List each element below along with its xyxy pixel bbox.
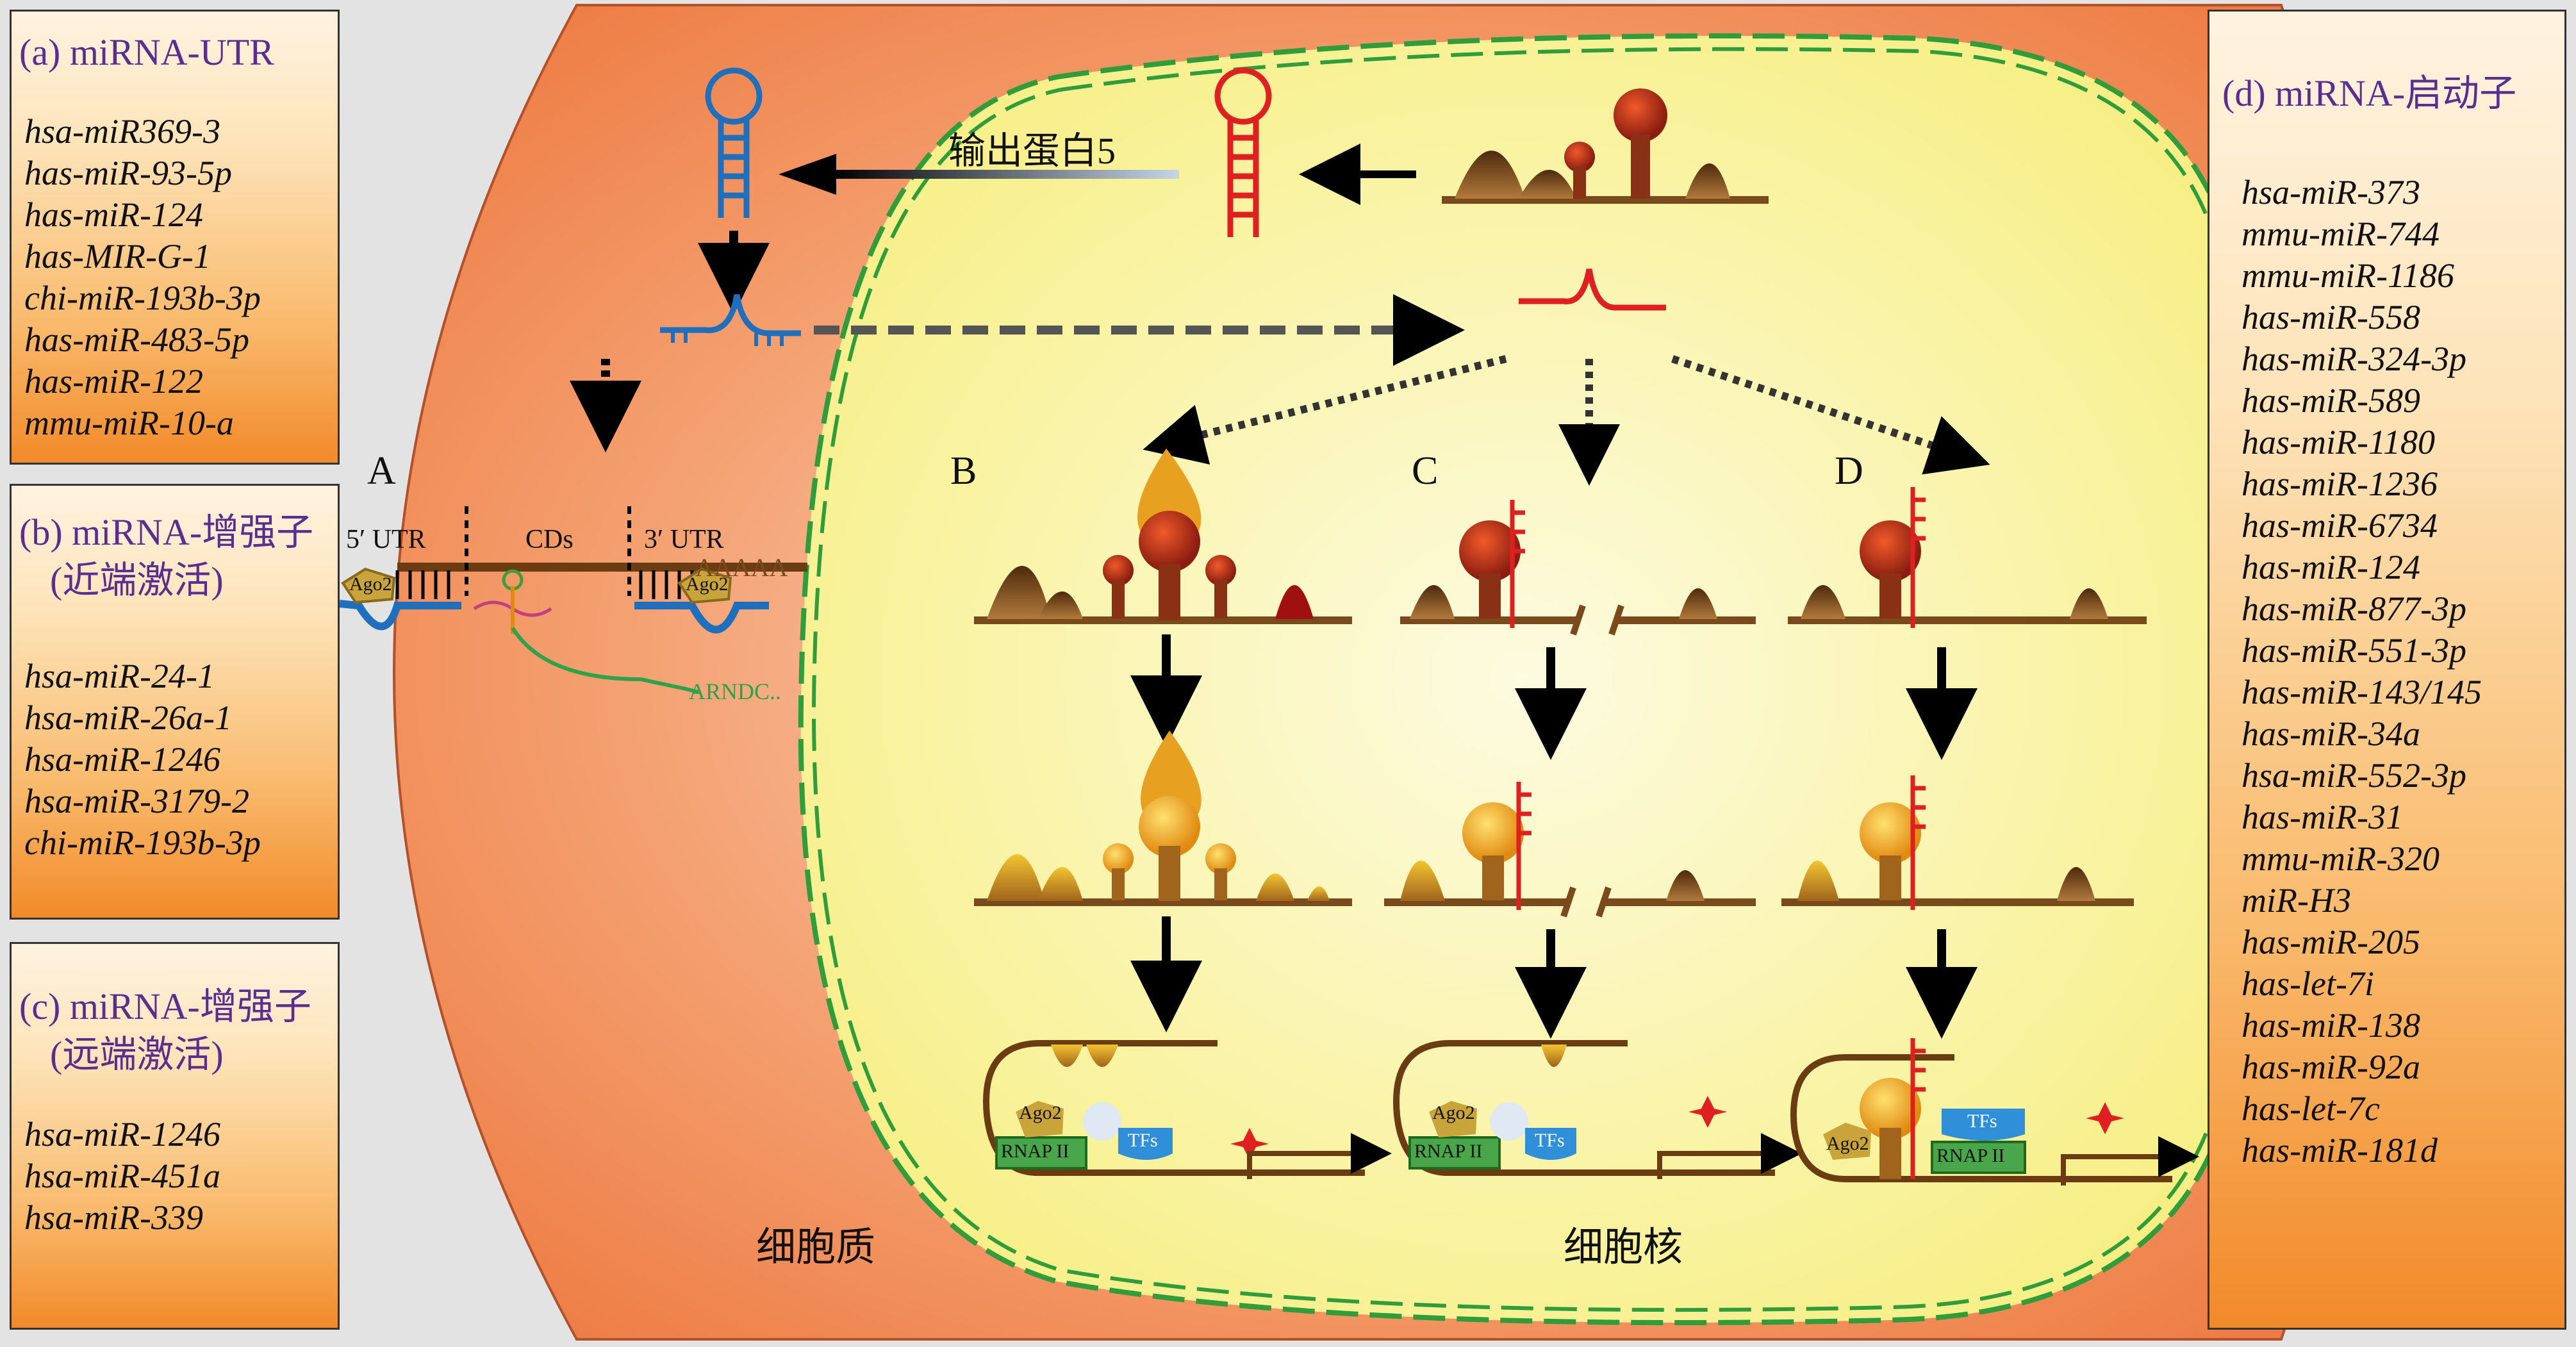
list-item: miR-H3: [2242, 881, 2351, 920]
list-item: chi-miR-193b-3p: [24, 279, 261, 317]
panel-b-subtitle: (近端激活): [50, 559, 224, 601]
list-item: has-miR-6734: [2242, 506, 2438, 545]
rnap-label-c: RNAP II: [1414, 1141, 1483, 1162]
list-item: has-let-7i: [2242, 964, 2374, 1003]
pathway-c-stage1: [1400, 500, 1756, 636]
pre-mirna-hairpin: [1214, 67, 1272, 237]
mature-mirna-blue: [660, 294, 801, 336]
list-item: hsa-miR-3179-2: [24, 782, 249, 820]
pathway-b-stage2: [974, 731, 1352, 906]
list-item: has-miR-143/145: [2242, 673, 2482, 711]
list-item: has-miR-31: [2242, 798, 2403, 836]
list-item: has-miR-877-3p: [2242, 590, 2466, 628]
cds-label: CDs: [525, 525, 574, 554]
panel-c-title: (c) miRNA-增强子: [19, 986, 311, 1027]
tfs-label-d: TFs: [1967, 1111, 1997, 1132]
nuclear-membrane-inner: [811, 47, 2233, 1312]
nucleus-label: 细胞核: [1564, 1226, 1683, 1269]
ago2-label-d: Ago2: [1826, 1133, 1869, 1154]
rnap-label-d: RNAP II: [1936, 1145, 2005, 1166]
list-item: has-miR-589: [2242, 381, 2420, 420]
ago2-label-c: Ago2: [1432, 1102, 1475, 1123]
list-item: has-miR-551-3p: [2242, 631, 2466, 670]
pathway-b-stage1: [974, 449, 1352, 624]
ago2-left: [341, 567, 396, 604]
list-item: hsa-miR-451a: [24, 1157, 220, 1195]
panel-d-title: (d) miRNA-启动子: [2222, 72, 2517, 114]
pathway-d-stage1: [1788, 487, 2147, 628]
list-item: has-miR-558: [2242, 298, 2420, 336]
pathway-d-label: D: [1835, 449, 1863, 493]
exportin-arrow-head: [779, 154, 836, 195]
list-item: hsa-miR-373: [2242, 173, 2420, 211]
tfs-label-c: TFs: [1535, 1130, 1565, 1151]
pathway-c-stage2: [1384, 782, 1756, 918]
list-item: hsa-miR-26a-1: [24, 698, 232, 737]
panel-c-subtitle: (远端激活): [50, 1034, 224, 1075]
ago2-label-a-left: Ago2: [349, 574, 392, 595]
list-item: has-miR-483-5p: [24, 320, 249, 359]
panel-a: (a) miRNA-UTR hsa-miR369-3 has-miR-93-5p…: [10, 10, 340, 465]
arndc-label: ARNDC..: [689, 679, 782, 704]
list-item: has-MIR-G-1: [24, 237, 211, 276]
utr3-label: 3′ UTR: [644, 525, 724, 554]
list-item: mmu-miR-320: [2242, 839, 2440, 878]
polya-label: AAAAA: [695, 553, 788, 582]
list-item: chi-miR-193b-3p: [24, 823, 261, 862]
panel-d: (d) miRNA-启动子 hsa-miR-373 mmu-miR-744 mm…: [2208, 10, 2566, 1330]
list-item: has-miR-92a: [2242, 1048, 2420, 1086]
list-item: hsa-miR-24-1: [24, 657, 215, 695]
list-item: has-miR-138: [2242, 1006, 2420, 1045]
pathway-c-label: C: [1412, 449, 1439, 493]
ago2-label-b: Ago2: [1019, 1102, 1062, 1123]
rnap-label-b: RNAP II: [1001, 1141, 1069, 1162]
list-item: has-miR-93-5p: [24, 154, 232, 192]
exportin-label: 输出蛋白5: [948, 130, 1116, 172]
pathway-d-stage3: [1790, 1038, 2199, 1186]
pri-mirna-locus: [1442, 88, 1769, 204]
list-item: mmu-miR-744: [2242, 215, 2440, 253]
mature-mirna-red: [1519, 269, 1666, 311]
list-item: hsa-miR-1246: [24, 740, 220, 779]
arrow-to-b: [1143, 355, 1507, 465]
mature-mirna-blue-ticks: [671, 330, 784, 346]
utr5-label: 5′ UTR: [346, 525, 426, 554]
pathway-b-stage3: [983, 1040, 1392, 1179]
exportin-arrow-shaft: [833, 170, 1179, 179]
pathway-b-label: B: [950, 449, 977, 493]
list-item: has-miR-1236: [2242, 465, 2438, 503]
list-item: has-miR-1180: [2242, 423, 2435, 461]
ago2-label-a-right: Ago2: [686, 574, 729, 595]
list-item: mmu-miR-10-a: [24, 404, 234, 442]
list-item: hsa-miR-552-3p: [2242, 756, 2466, 795]
list-item: has-miR-124: [24, 195, 203, 234]
list-item: has-miR-34a: [2242, 715, 2420, 753]
panel-c: (c) miRNA-增强子 (远端激活) hsa-miR-1246 hsa-mi…: [10, 942, 340, 1330]
panel-a-title: (a) miRNA-UTR: [19, 31, 274, 73]
panel-b-title: (b) miRNA-增强子: [19, 511, 314, 553]
pathway-a-mrna: [339, 506, 807, 694]
pathway-a-label: A: [367, 449, 396, 493]
cytoplasmic-hairpin: [705, 67, 763, 218]
list-item: hsa-miR-339: [24, 1198, 203, 1237]
panel-b: (b) miRNA-增强子 (近端激活) hsa-miR-24-1 hsa-mi…: [10, 484, 340, 920]
ago2-right: [677, 567, 732, 604]
list-item: mmu-miR-1186: [2242, 256, 2454, 295]
list-item: has-let-7c: [2242, 1089, 2380, 1128]
list-item: has-miR-181d: [2242, 1131, 2438, 1169]
tfs-label-b: TFs: [1128, 1130, 1158, 1151]
list-item: has-miR-124: [2242, 548, 2420, 586]
list-item: has-miR-324-3p: [2242, 340, 2466, 378]
cytoplasm-label: 细胞质: [756, 1226, 876, 1269]
list-item: hsa-miR369-3: [24, 112, 220, 151]
pathway-d-stage2: [1781, 775, 2134, 910]
list-item: has-miR-205: [2242, 923, 2420, 961]
list-item: has-miR-122: [24, 362, 203, 401]
pathway-c-stage3: [1393, 1040, 1802, 1179]
list-item: hsa-miR-1246: [24, 1115, 220, 1153]
